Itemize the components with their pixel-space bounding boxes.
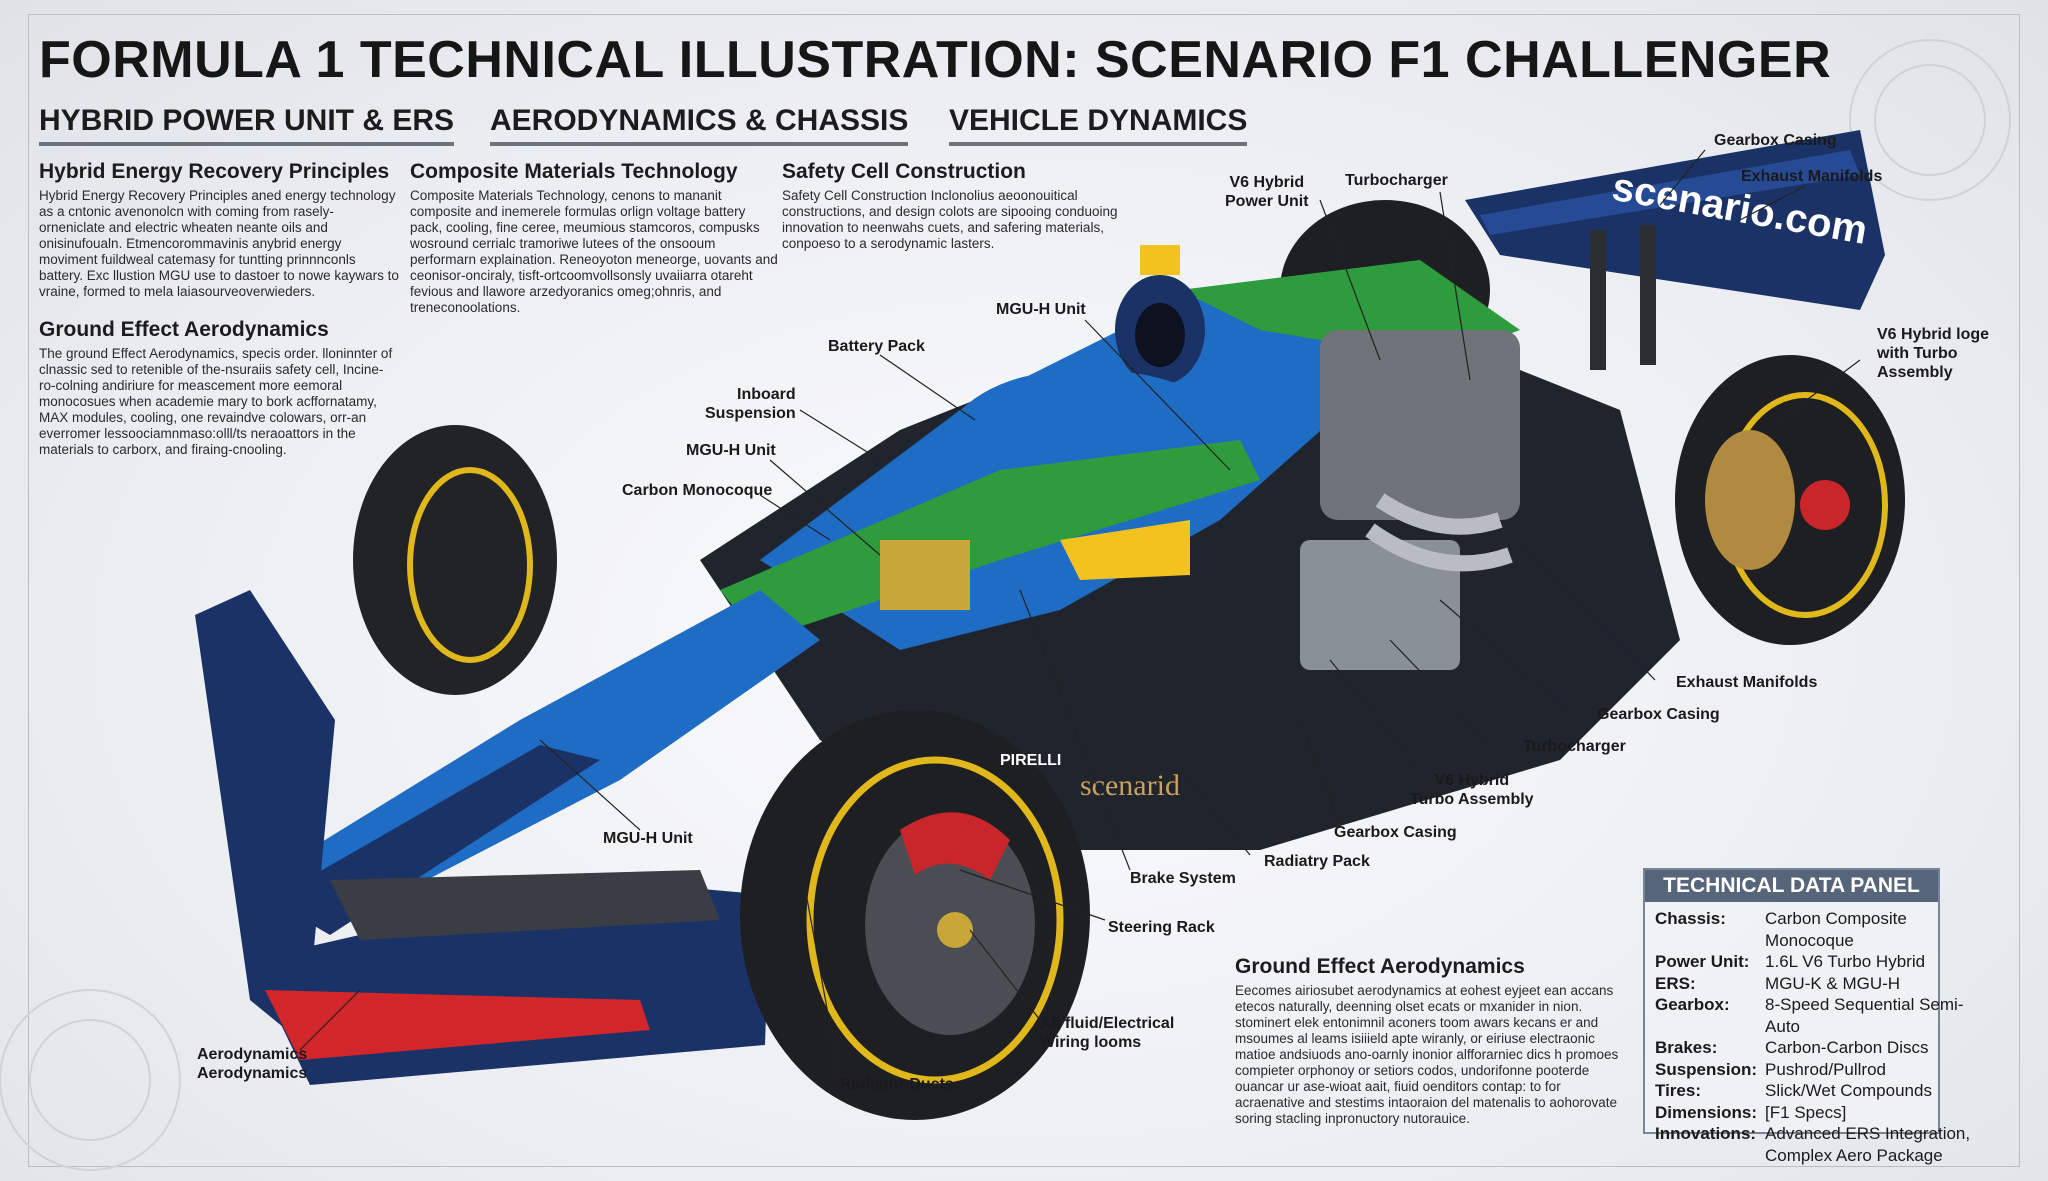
callout-gearbox-casing: Gearbox Casing	[1597, 706, 1720, 723]
callout-gearbox-casing: Gearbox Casing	[1714, 132, 1837, 149]
callout-mgu-h-unit: MGU-H Unit	[603, 830, 693, 847]
front-tire-logo: PIRELLI	[1000, 752, 1061, 769]
text-block-heading: Ground Effect Aerodynamics	[39, 318, 329, 341]
text-block-hybrid-energy: Hybrid Energy Recovery Principles Hybrid…	[39, 160, 399, 300]
text-block-body: Eecomes airiosubet aerodynamics at eohes…	[1235, 983, 1619, 1126]
section-header-aero-chassis: AERODYNAMICS & CHASSIS	[490, 104, 909, 146]
text-block-heading: Safety Cell Construction	[782, 160, 1026, 183]
text-block-composite-materials: Composite Materials Technology Composite…	[410, 160, 780, 316]
callout-radiator-ducts: Radiator Ducts	[840, 1076, 954, 1093]
callout-turbocharger: Turbocharger	[1523, 738, 1626, 755]
callout-radiator-pack: Radiatry Pack	[1264, 853, 1370, 870]
callout-v6-hybrid-turbo-assembly: V6 Hybrid loge with Turbo Assembly	[1877, 326, 1990, 381]
spec-row: Gearbox: 8-Speed Sequential Semi-Auto	[1655, 994, 1978, 1037]
sidepod-logo: scenarid	[1080, 769, 1180, 802]
spec-row: Power Unit: 1.6L V6 Turbo Hybrid	[1655, 951, 1978, 973]
spec-value: [F1 Specs]	[1765, 1102, 1847, 1122]
text-block-heading: Ground Effect Aerodynamics	[1235, 955, 1525, 978]
callout-carbon-monocoque: Carbon Monocoque	[622, 482, 773, 499]
callout-turbocharger: Turbocharger	[1345, 172, 1448, 189]
callout-v6-hybrid-power-unit: V6 Hybrid Power Unit	[1225, 174, 1309, 210]
front-wing	[195, 590, 770, 1085]
spec-key: Chassis:	[1655, 909, 1726, 928]
spec-row: Tires: Slick/Wet Compounds	[1655, 1080, 1978, 1102]
spec-value: 8-Speed Sequential Semi-Auto	[1765, 995, 1964, 1036]
text-block-ground-effect-2: Ground Effect Aerodynamics Eecomes airio…	[1235, 955, 1620, 1127]
spec-row: Suspension: Pushrod/Pullrod	[1655, 1059, 1978, 1081]
text-block-heading: Composite Materials Technology	[410, 160, 738, 183]
spec-key: Suspension:	[1655, 1059, 1758, 1079]
callout-steering-rack: Steering Rack	[1108, 919, 1215, 936]
callout-brake-system: Brake System	[1130, 870, 1236, 887]
spec-value: Carbon Composite Monocoque	[1765, 909, 1907, 950]
rear-right-tire	[1675, 355, 1905, 645]
spec-key: Power Unit:	[1655, 952, 1750, 971]
background-gear-decoration	[0, 39, 2011, 1171]
callout-inboard-suspension: Inboard Suspension	[705, 386, 796, 422]
spec-value: Carbon-Carbon Discs	[1765, 1038, 1929, 1057]
spec-key: Brakes:	[1655, 1038, 1718, 1057]
page-title: FORMULA 1 TECHNICAL ILLUSTRATION: SCENAR…	[39, 31, 1832, 89]
text-block-heading: Hybrid Energy Recovery Principles	[39, 160, 390, 183]
callout-leader-lines	[299, 149, 1861, 1081]
text-block-ground-effect: Ground Effect Aerodynamics The ground Ef…	[39, 318, 394, 458]
spec-row: Dimensions: [F1 Specs]	[1655, 1102, 1978, 1124]
front-right-tire: PIRELLI	[740, 710, 1090, 1120]
rear-wing: scenario.com	[1465, 130, 1885, 370]
text-block-body: Hybrid Energy Recovery Principles aned e…	[39, 188, 399, 299]
callout-mgu-h-unit: MGU-H Unit	[996, 301, 1086, 318]
spec-value: MGU-K & MGU-H	[1765, 973, 1901, 993]
panel-title: TECHNICAL DATA PANEL	[1645, 870, 1938, 902]
callout-v6-hybrid-turbo-assembly: V6 Hybrid Turbo Assembly	[1410, 772, 1534, 808]
spec-table: Chassis: Carbon Composite Monocoque Power…	[1655, 908, 1978, 1166]
spec-value: Pushrod/Pullrod	[1765, 1059, 1886, 1079]
spec-row: ERS: MGU-K & MGU-H	[1655, 973, 1978, 995]
callout-exhaust-manifolds: Exhaust Manifolds	[1741, 168, 1883, 185]
callout-exhaust-manifolds: Exhaust Manifolds	[1676, 674, 1818, 691]
section-header-vehicle-dynamics: VEHICLE DYNAMICS	[949, 104, 1248, 146]
car-body: scenarid	[260, 245, 1680, 935]
spec-key: Gearbox:	[1655, 995, 1730, 1014]
spec-key: ERS:	[1655, 973, 1696, 993]
section-header-power-unit: HYBRID POWER UNIT & ERS	[39, 104, 455, 146]
spec-key: Tires:	[1655, 1081, 1701, 1100]
callout-wiring-looms: All fluid/Electrical Wiring looms	[1040, 1015, 1175, 1051]
spec-key: Innovations:	[1655, 1124, 1757, 1143]
text-block-safety-cell: Safety Cell Construction Safety Cell Con…	[782, 160, 1132, 252]
spec-row: Chassis: Carbon Composite Monocoque	[1655, 908, 1978, 951]
technical-data-panel: TECHNICAL DATA PANEL Chassis: Carbon Comp…	[1643, 868, 1970, 1165]
spec-key: Dimensions:	[1655, 1102, 1758, 1122]
callout-battery-pack: Battery Pack	[828, 338, 925, 355]
spec-value: 1.6L V6 Turbo Hybrid	[1765, 952, 1926, 971]
spec-value: Slick/Wet Compounds	[1765, 1081, 1932, 1100]
callout-aerodynamics: Aerodynamics Aerodynamics	[197, 1046, 308, 1082]
text-block-body: The ground Effect Aerodynamics, specis o…	[39, 346, 393, 457]
spec-row: Innovations: Advanced ERS Integration, Co…	[1655, 1123, 1978, 1166]
page-frame	[28, 14, 2020, 1167]
spec-row: Brakes: Carbon-Carbon Discs	[1655, 1037, 1978, 1059]
engine-block	[1320, 330, 1520, 520]
callout-gearbox-casing: Gearbox Casing	[1334, 824, 1457, 841]
text-block-body: Safety Cell Construction Inclonolius aeo…	[782, 188, 1118, 251]
callout-mgu-h-unit: MGU-H Unit	[686, 442, 776, 459]
text-block-body: Composite Materials Technology, cenons t…	[410, 188, 778, 315]
spec-value: Advanced ERS Integration, Complex Aero P…	[1765, 1124, 1971, 1165]
